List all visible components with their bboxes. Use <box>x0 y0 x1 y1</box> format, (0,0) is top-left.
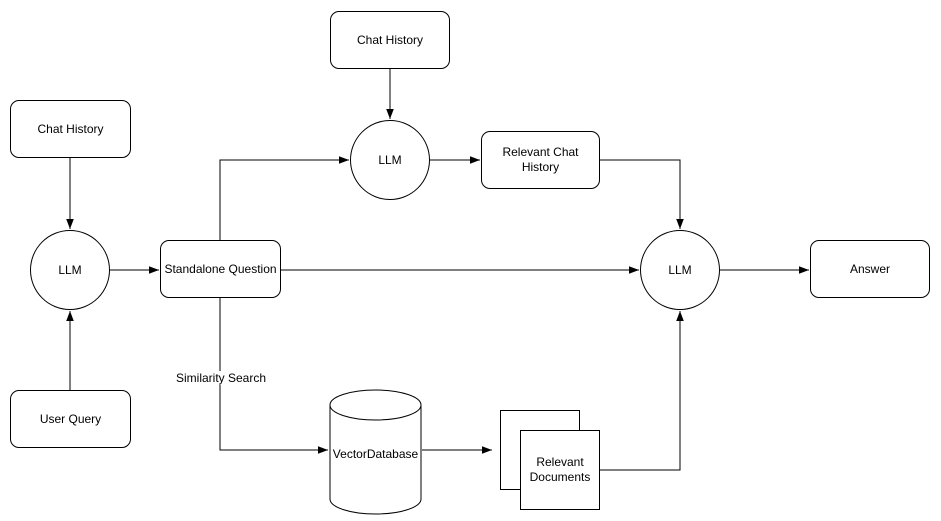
database-cylinder-icon <box>329 389 422 515</box>
edge-label-similarity-search: Similarity Search <box>173 371 269 385</box>
node-label: Relevant Documents <box>529 455 591 484</box>
node-label: Standalone Question <box>164 261 277 276</box>
node-label: LLM <box>378 152 402 167</box>
edge-standalone-question-to-llm-top <box>219 156 349 240</box>
node-llm-top[interactable]: LLM <box>350 120 430 200</box>
node-label: Relevant Chat History <box>502 145 579 174</box>
node-vector-database[interactable]: VectorDatabase <box>329 389 422 515</box>
node-llm-right[interactable]: LLM <box>640 230 720 310</box>
node-label: User Query <box>39 411 102 426</box>
node-label: VectorDatabase <box>332 447 419 461</box>
node-chat-history-left[interactable]: Chat History <box>10 100 131 158</box>
node-standalone-question[interactable]: Standalone Question <box>160 240 281 298</box>
node-label: Answer <box>849 261 890 276</box>
edge-relevant-documents-to-llm-right <box>599 311 684 471</box>
node-user-query[interactable]: User Query <box>10 390 131 448</box>
node-label: Chat History <box>37 121 104 136</box>
edge-standalone-question-to-vector-database <box>219 298 328 454</box>
node-answer[interactable]: Answer <box>810 240 930 298</box>
node-label: LLM <box>668 262 692 277</box>
node-label: LLM <box>58 262 82 277</box>
edge-relevant-chat-history-to-llm-right <box>600 159 684 229</box>
document-front-icon: Relevant Documents <box>520 430 600 510</box>
node-relevant-chat-history[interactable]: Relevant Chat History <box>481 131 600 189</box>
node-label: Chat History <box>356 32 424 47</box>
node-chat-history-top[interactable]: Chat History <box>330 11 450 69</box>
node-relevant-documents[interactable]: Relevant Documents <box>500 410 600 510</box>
node-llm-left[interactable]: LLM <box>30 230 110 310</box>
